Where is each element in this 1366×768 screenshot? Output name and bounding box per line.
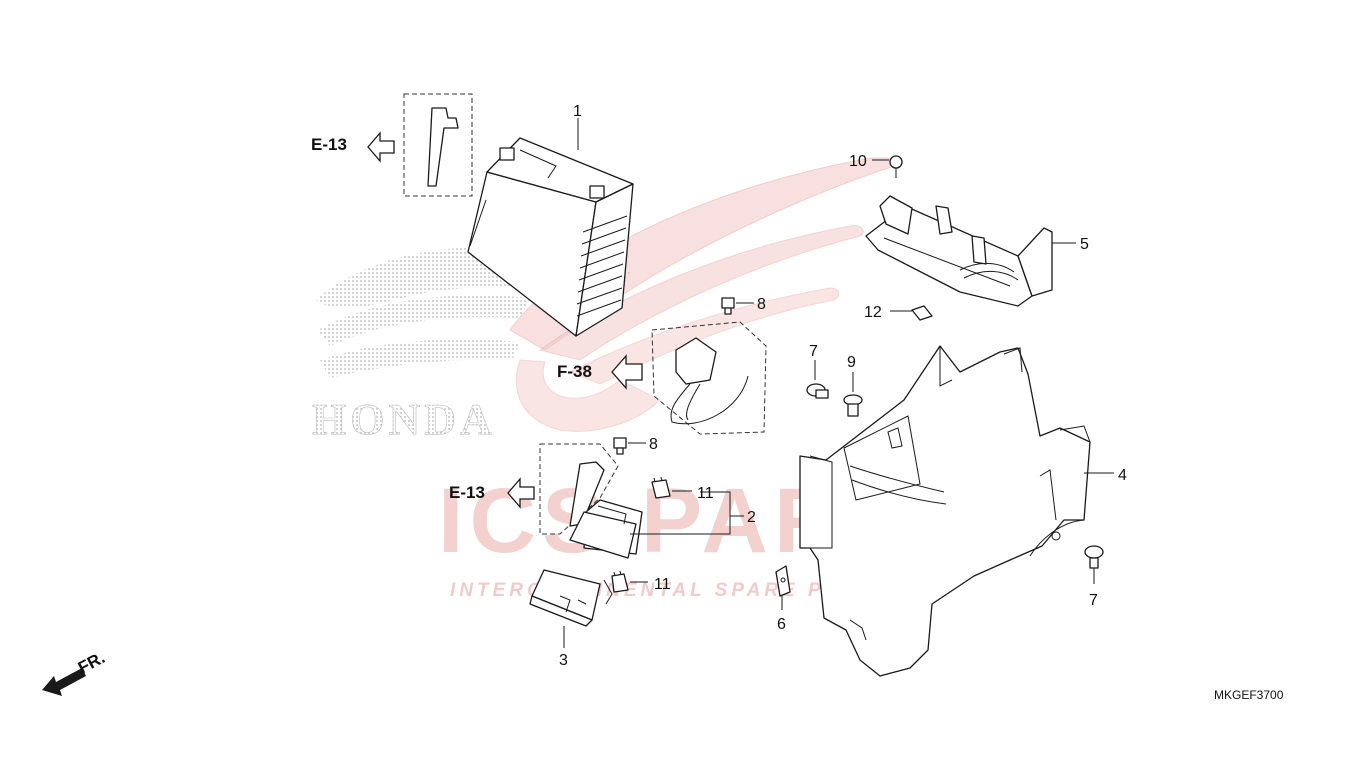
reference-arrow-icon <box>367 131 395 163</box>
fuse-11-upper <box>651 476 671 499</box>
battery-part <box>467 137 634 337</box>
callout-4: 4 <box>1118 467 1127 484</box>
callout-7-upper: 7 <box>809 343 818 360</box>
clip-nut-6 <box>775 565 791 597</box>
cable-clip-icon <box>427 107 459 187</box>
battery-ribs <box>576 215 628 317</box>
relay-box-part <box>529 569 601 627</box>
callout-7-lower: 7 <box>1089 592 1098 609</box>
wire-connector-icon <box>675 337 717 385</box>
ref-e13-top-label: E-13 <box>311 135 347 154</box>
callout-1: 1 <box>573 103 582 120</box>
ref-e13-bottom: E-13 <box>449 443 619 535</box>
callout-8-upper: 8 <box>757 296 766 313</box>
honda-logo-text: HONDA <box>312 395 496 444</box>
fuse-12 <box>911 305 933 321</box>
ref-e13-top: E-13 <box>311 93 473 197</box>
callout-11-lower: 11 <box>654 576 671 593</box>
screw-9 <box>843 394 863 417</box>
battery-cover-part <box>799 345 1091 677</box>
battery-terminal-negative <box>589 185 605 199</box>
reference-arrow-icon <box>611 354 643 390</box>
ref-f38-label: F-38 <box>557 362 592 381</box>
callout-5: 5 <box>1080 236 1089 253</box>
callout-9: 9 <box>847 354 856 371</box>
bolt-7-lower <box>1084 545 1104 569</box>
relay-connector-part <box>569 499 643 559</box>
ref-f38: F-38 <box>557 321 767 435</box>
cable-clip-icon <box>569 461 605 527</box>
callout-2: 2 <box>747 509 756 526</box>
callout-8-lower: 8 <box>649 436 658 453</box>
bolt-8-upper <box>721 297 735 315</box>
front-direction-indicator: FR. <box>42 648 108 696</box>
callout-3: 3 <box>559 652 568 669</box>
bolt-7-upper <box>806 383 829 399</box>
callout-6: 6 <box>777 616 786 633</box>
trim-clip-10 <box>889 155 903 178</box>
reference-arrow-icon <box>507 477 535 509</box>
diagram-code: MKGEF3700 <box>1214 688 1284 702</box>
battery-terminal-positive <box>499 147 515 161</box>
front-arrow-icon <box>42 668 86 696</box>
fuse-11-lower <box>611 570 629 593</box>
callout-11-upper: 11 <box>697 485 714 502</box>
bolt-8-lower <box>613 437 627 455</box>
callout-10: 10 <box>849 153 867 170</box>
battery-bracket-part <box>865 195 1053 307</box>
ref-e13-bottom-label: E-13 <box>449 483 485 502</box>
callout-12: 12 <box>864 304 882 321</box>
